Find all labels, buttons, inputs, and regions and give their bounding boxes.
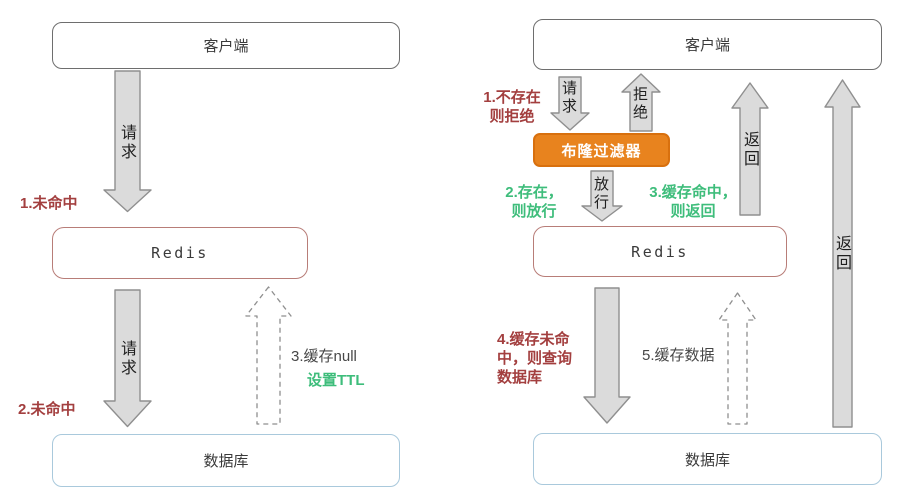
right-client-box: 客户端 <box>533 19 882 70</box>
right-return-from-redis-label: 返回 <box>741 131 758 169</box>
right-cache-data-dashed-arrow <box>718 292 757 425</box>
dashed-up-arrow-shape <box>718 292 757 425</box>
right-step5-note: 5.缓存数据 <box>642 347 715 364</box>
up-arrow-shape <box>824 79 861 428</box>
down-arrow-shape <box>550 76 590 131</box>
right-return-from-db-arrow <box>824 79 861 428</box>
right-database-label: 数据库 <box>684 451 730 469</box>
left-step1-miss-note: 1.未命中 <box>20 195 78 212</box>
right-step4-line3: 数据库 <box>497 369 543 386</box>
right-pass-arrow <box>581 170 623 222</box>
left-step2-miss-note: 2.未命中 <box>18 401 76 418</box>
down-arrow-shape <box>581 170 623 222</box>
right-redis-box: Redis <box>533 226 787 277</box>
left-client-box: 客户端 <box>52 22 400 69</box>
dashed-up-arrow-shape <box>245 286 292 425</box>
right-step4-line1: 4.缓存未命 <box>497 331 570 348</box>
left-database-box: 数据库 <box>52 434 400 487</box>
right-request-arrow-label: 请求 <box>560 80 577 116</box>
left-cache-null-dashed-arrow <box>245 286 292 425</box>
right-database-box: 数据库 <box>533 433 882 485</box>
right-step4-line2: 中，则查询 <box>497 350 573 367</box>
right-step1-note: 1.不存在 则拒绝 <box>472 88 552 126</box>
left-redis-label: Redis <box>151 244 209 262</box>
right-pass-arrow-label: 放行 <box>592 176 609 212</box>
left-request-arrow-1 <box>103 70 152 213</box>
up-arrow-shape <box>621 73 661 132</box>
right-step3-note: 3.缓存命中， 则返回 <box>641 183 745 221</box>
left-redis-box: Redis <box>52 227 308 279</box>
right-return-from-redis-arrow <box>731 82 769 216</box>
right-bloom-filter-box: 布隆过滤器 <box>533 133 670 167</box>
left-database-label: 数据库 <box>203 453 249 470</box>
left-step3-set-ttl-note: 设置TTL <box>307 372 365 389</box>
right-step3-line2: 则返回 <box>670 203 716 220</box>
right-client-label: 客户端 <box>684 37 730 54</box>
down-arrow-shape <box>103 70 152 213</box>
right-step2-line2: 则放行 <box>511 203 557 220</box>
right-reject-arrow-label: 拒绝 <box>631 86 648 122</box>
left-client-label: 客户端 <box>203 38 249 55</box>
up-arrow-shape <box>731 82 769 216</box>
right-bloom-filter-label: 布隆过滤器 <box>561 142 642 160</box>
right-step2-note: 2.存在， 则放行 <box>492 183 576 221</box>
left-request-arrow-2 <box>103 289 152 428</box>
left-request-arrow-2-label: 请求 <box>118 340 135 378</box>
down-arrow-shape <box>583 287 631 424</box>
right-step2-line1: 2.存在， <box>505 184 563 201</box>
right-step1-line2: 则拒绝 <box>489 108 535 125</box>
left-request-arrow-1-label: 请求 <box>118 124 135 162</box>
right-reject-arrow <box>621 73 661 132</box>
right-request-arrow <box>550 76 590 131</box>
right-step1-line1: 1.不存在 <box>483 89 541 106</box>
right-step4-note: 4.缓存未命 中，则查询 数据库 <box>497 330 597 387</box>
right-query-db-arrow <box>583 287 631 424</box>
left-step3-cache-null-note: 3.缓存null <box>291 348 357 365</box>
right-return-from-db-label: 返回 <box>833 235 850 273</box>
right-redis-label: Redis <box>631 242 689 261</box>
down-arrow-shape <box>103 289 152 428</box>
right-step3-line1: 3.缓存命中， <box>649 184 737 201</box>
